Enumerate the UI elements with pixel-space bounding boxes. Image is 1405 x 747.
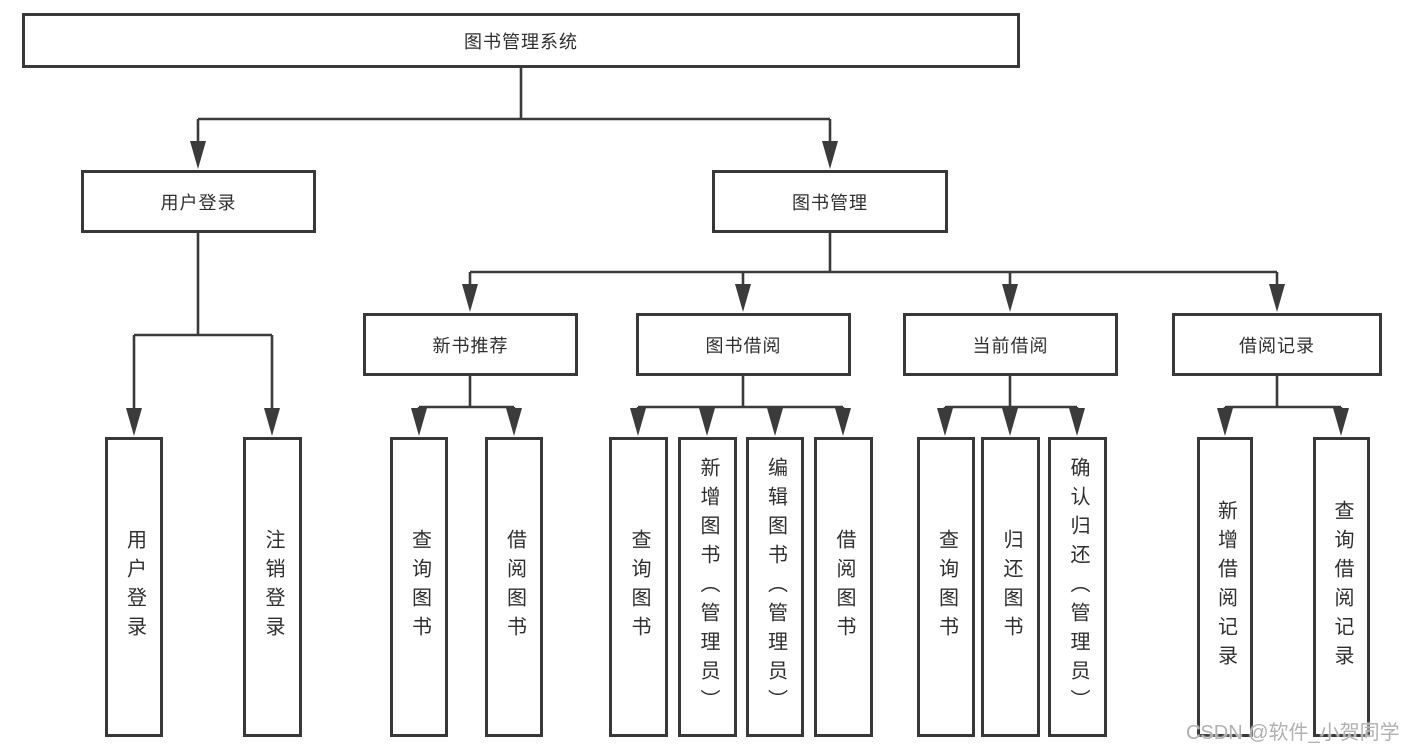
leaf-query-books-2-label: 查询图书	[628, 529, 650, 645]
connector-user-login-to-leaves	[126, 233, 280, 436]
node-user-login: 用户登录	[81, 170, 316, 233]
leaf-add-books-admin: 新增图书（管理员）	[678, 437, 737, 737]
leaf-user-login-label: 用户登录	[123, 529, 146, 645]
leaf-confirm-return-admin-label: 确认归还（管理员）	[1067, 456, 1089, 718]
node-root-system: 图书管理系统	[22, 13, 1020, 68]
csdn-watermark: CSDN @软件_小贺同学	[1186, 722, 1400, 744]
node-borrow-record-label: 借阅记录	[1239, 335, 1315, 356]
leaf-borrow-books-1: 借阅图书	[485, 437, 543, 737]
leaf-query-borrow-record-label: 查询借阅记录	[1331, 500, 1353, 674]
leaf-borrow-books-2-label: 借阅图书	[833, 529, 855, 645]
node-borrow-record: 借阅记录	[1172, 313, 1382, 376]
node-root-system-label: 图书管理系统	[464, 31, 578, 52]
leaf-borrow-books-1-label: 借阅图书	[503, 529, 526, 645]
leaf-return-books-label: 归还图书	[1000, 529, 1022, 645]
node-current-borrow-label: 当前借阅	[972, 335, 1049, 356]
connector-borrow-record-to-leaves	[1217, 376, 1349, 436]
leaf-add-borrow-record: 新增借阅记录	[1197, 437, 1253, 737]
connector-new-book-recommend-to-leaves	[411, 376, 522, 436]
leaf-borrow-books-2: 借阅图书	[814, 437, 873, 737]
connector-root-to-level1	[190, 68, 838, 169]
leaf-query-books-1: 查询图书	[390, 437, 448, 737]
leaf-query-books-3: 查询图书	[917, 437, 975, 737]
node-current-borrow: 当前借阅	[903, 313, 1118, 376]
node-book-management-label: 图书管理	[792, 192, 868, 213]
node-user-login-label: 用户登录	[160, 192, 237, 213]
node-book-borrow: 图书借阅	[636, 313, 851, 376]
leaf-confirm-return-admin: 确认归还（管理员）	[1048, 437, 1107, 737]
leaf-add-borrow-record-label: 新增借阅记录	[1214, 500, 1237, 674]
leaf-query-books-2: 查询图书	[609, 437, 668, 737]
leaf-return-books: 归还图书	[981, 437, 1040, 737]
connector-book-borrow-to-leaves	[630, 376, 851, 436]
leaf-edit-books-admin: 编辑图书（管理员）	[746, 437, 804, 737]
connector-current-borrow-to-leaves	[937, 376, 1085, 436]
leaf-user-login: 用户登录	[105, 437, 163, 737]
leaf-query-books-1-label: 查询图书	[408, 529, 431, 645]
leaf-logout: 注销登录	[243, 437, 302, 737]
leaf-query-books-3-label: 查询图书	[935, 529, 958, 645]
node-book-borrow-label: 图书借阅	[705, 335, 782, 356]
node-new-book-recommend-label: 新书推荐	[432, 335, 509, 356]
leaf-edit-books-admin-label: 编辑图书（管理员）	[764, 456, 787, 718]
node-book-management: 图书管理	[712, 170, 948, 233]
leaf-query-borrow-record: 查询借阅记录	[1313, 437, 1370, 737]
leaf-logout-label: 注销登录	[262, 529, 284, 645]
node-new-book-recommend: 新书推荐	[363, 313, 578, 376]
connector-book-management-to-level2	[462, 233, 1285, 312]
leaf-add-books-admin-label: 新增图书（管理员）	[697, 456, 719, 718]
